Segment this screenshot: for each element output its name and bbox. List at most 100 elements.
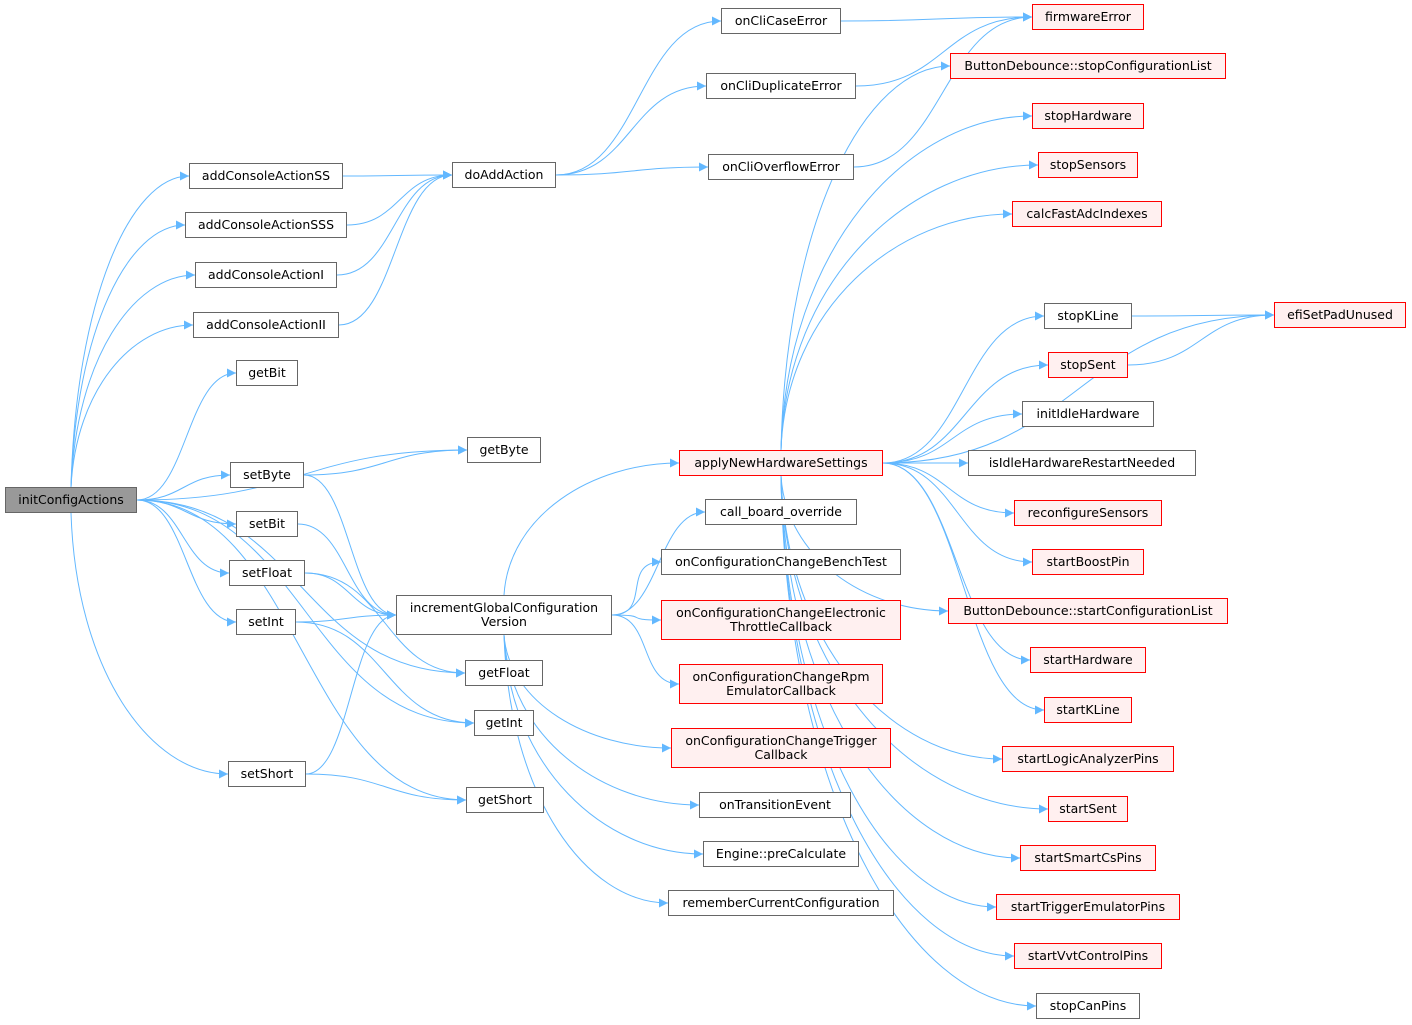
edge-set-int-to-get-int — [295, 621, 475, 728]
node-add-console-action-i[interactable]: addConsoleActionI — [195, 262, 337, 288]
node-stop-kline[interactable]: stopKLine — [1044, 303, 1132, 329]
edge-apply-new-hardware-settings-to-stop-sent — [882, 360, 1049, 464]
edge-increment-global-configuration-version-to-remember-current-configuration — [503, 634, 669, 908]
node-start-configuration-list[interactable]: ButtonDebounce::startConfigurationList — [948, 598, 1228, 624]
node-apply-new-hardware-settings[interactable]: applyNewHardwareSettings — [679, 450, 883, 476]
node-pre-calculate[interactable]: Engine::preCalculate — [703, 841, 859, 867]
edge-increment-global-configuration-version-to-on-configuration-change-trigger-callback — [503, 634, 672, 753]
node-start-trigger-emulator-pins[interactable]: startTriggerEmulatorPins — [996, 894, 1180, 920]
node-set-byte[interactable]: setByte — [230, 462, 304, 488]
edge-set-float-to-get-float — [304, 572, 466, 678]
node-stop-hardware[interactable]: stopHardware — [1032, 103, 1144, 129]
edge-set-byte-to-increment-global-configuration-version — [303, 474, 397, 620]
edge-add-console-action-i-to-do-add-action — [336, 170, 453, 276]
node-on-configuration-change-electronic-throttle-callback[interactable]: onConfigurationChangeElectronic Throttle… — [661, 600, 901, 640]
node-on-configuration-change-bench-test[interactable]: onConfigurationChangeBenchTest — [661, 549, 901, 575]
edge-apply-new-hardware-settings-to-stop-configuration-list — [780, 61, 951, 451]
edge-increment-global-configuration-version-to-on-configuration-change-bench-test — [611, 557, 662, 616]
node-start-boost-pin[interactable]: startBoostPin — [1032, 549, 1144, 575]
node-start-kline[interactable]: startKLine — [1044, 697, 1132, 723]
node-init-idle-hardware[interactable]: initIdleHardware — [1022, 401, 1154, 427]
edge-do-add-action-to-on-cli-duplicate-error — [555, 81, 707, 176]
edge-init-config-actions-to-set-byte — [136, 470, 231, 501]
edge-apply-new-hardware-settings-to-start-hardware — [882, 462, 1031, 665]
node-calc-fast-adc-indexes[interactable]: calcFastAdcIndexes — [1012, 201, 1162, 227]
edge-init-config-actions-to-get-int — [136, 499, 475, 728]
edge-init-config-actions-to-add-console-action-i — [70, 270, 196, 488]
edge-on-cli-overflow-error-to-firmware-error — [853, 12, 1033, 168]
edge-apply-new-hardware-settings-to-start-trigger-emulator-pins — [780, 475, 997, 912]
node-increment-global-configuration-version[interactable]: incrementGlobalConfiguration Version — [396, 595, 612, 635]
edge-init-config-actions-to-get-short — [136, 499, 467, 805]
node-call-board-override[interactable]: call_board_override — [705, 499, 857, 525]
node-on-cli-case-error[interactable]: onCliCaseError — [721, 8, 841, 34]
node-on-configuration-change-rpm-emulator-callback[interactable]: onConfigurationChangeRpm EmulatorCallbac… — [679, 664, 883, 704]
edge-init-config-actions-to-set-float — [136, 499, 230, 578]
node-get-short[interactable]: getShort — [466, 787, 544, 813]
edge-add-console-action-ss-to-do-add-action — [342, 170, 453, 180]
edge-init-config-actions-to-add-console-action-sss — [70, 220, 186, 488]
edge-on-cli-duplicate-error-to-firmware-error — [855, 12, 1033, 87]
node-start-smart-cs-pins[interactable]: startSmartCsPins — [1020, 845, 1156, 871]
edge-init-config-actions-to-set-short — [70, 512, 229, 779]
node-get-float[interactable]: getFloat — [465, 660, 543, 686]
edge-increment-global-configuration-version-to-on-configuration-change-electronic-throttle-callback — [611, 614, 662, 625]
node-get-bit[interactable]: getBit — [236, 360, 298, 386]
edge-stop-kline-to-efi-set-pad-unused — [1131, 310, 1275, 320]
edge-set-float-to-increment-global-configuration-version — [304, 572, 397, 620]
node-on-cli-duplicate-error[interactable]: onCliDuplicateError — [706, 73, 856, 99]
edge-add-console-action-ii-to-do-add-action — [338, 170, 453, 326]
edge-apply-new-hardware-settings-to-stop-kline — [882, 311, 1045, 464]
edge-increment-global-configuration-version-to-apply-new-hardware-settings — [503, 458, 680, 596]
node-remember-current-configuration[interactable]: rememberCurrentConfiguration — [668, 890, 894, 916]
node-stop-sent[interactable]: stopSent — [1048, 352, 1128, 378]
node-get-byte[interactable]: getByte — [467, 437, 541, 463]
edge-add-console-action-sss-to-do-add-action — [346, 170, 453, 226]
node-stop-can-pins[interactable]: stopCanPins — [1036, 993, 1140, 1019]
edge-apply-new-hardware-settings-to-efi-set-pad-unused — [882, 310, 1275, 464]
edge-set-int-to-increment-global-configuration-version — [295, 610, 397, 623]
edge-set-bit-to-increment-global-configuration-version — [297, 523, 397, 620]
node-on-cli-overflow-error[interactable]: onCliOverflowError — [708, 154, 854, 180]
node-stop-configuration-list[interactable]: ButtonDebounce::stopConfigurationList — [950, 53, 1226, 79]
node-start-vvt-control-pins[interactable]: startVvtControlPins — [1014, 943, 1162, 969]
edge-set-short-to-increment-global-configuration-version — [305, 610, 397, 775]
edge-apply-new-hardware-settings-to-calc-fast-adc-indexes — [780, 209, 1013, 451]
node-is-idle-hardware-restart-needed[interactable]: isIdleHardwareRestartNeeded — [968, 450, 1196, 476]
node-reconfigure-sensors[interactable]: reconfigureSensors — [1014, 500, 1162, 526]
edge-init-config-actions-to-add-console-action-ii — [70, 320, 194, 488]
node-firmware-error[interactable]: firmwareError — [1032, 4, 1144, 30]
edge-init-config-actions-to-get-float — [136, 499, 466, 678]
node-set-short[interactable]: setShort — [228, 761, 306, 787]
node-start-sent[interactable]: startSent — [1048, 796, 1128, 822]
node-set-float[interactable]: setFloat — [229, 560, 305, 586]
node-start-logic-analyzer-pins[interactable]: startLogicAnalyzerPins — [1002, 746, 1174, 772]
edge-do-add-action-to-on-cli-case-error — [555, 16, 722, 176]
edge-on-cli-case-error-to-firmware-error — [840, 12, 1033, 22]
node-add-console-action-ii[interactable]: addConsoleActionII — [193, 312, 339, 338]
edge-apply-new-hardware-settings-to-init-idle-hardware — [882, 409, 1023, 464]
node-set-bit[interactable]: setBit — [236, 511, 298, 537]
node-do-add-action[interactable]: doAddAction — [452, 162, 556, 188]
edge-apply-new-hardware-settings-to-start-configuration-list — [780, 475, 949, 616]
edge-init-config-actions-to-get-bit — [136, 368, 237, 501]
node-add-console-action-sss[interactable]: addConsoleActionSSS — [185, 212, 347, 238]
node-on-transition-event[interactable]: onTransitionEvent — [699, 792, 851, 818]
edge-init-config-actions-to-add-console-action-ss — [70, 171, 190, 488]
edge-stop-sent-to-efi-set-pad-unused — [1127, 310, 1275, 366]
edge-increment-global-configuration-version-to-on-configuration-change-rpm-emulator-callback — [611, 614, 680, 689]
node-get-int[interactable]: getInt — [474, 710, 534, 736]
edge-apply-new-hardware-settings-to-reconfigure-sensors — [882, 462, 1015, 518]
node-add-console-action-ss[interactable]: addConsoleActionSS — [189, 163, 343, 189]
node-start-hardware[interactable]: startHardware — [1030, 647, 1146, 673]
node-set-int[interactable]: setInt — [236, 609, 296, 635]
node-init-config-actions[interactable]: initConfigActions — [5, 487, 137, 513]
edge-apply-new-hardware-settings-to-start-kline — [882, 462, 1045, 715]
node-on-configuration-change-trigger-callback[interactable]: onConfigurationChangeTrigger Callback — [671, 728, 891, 768]
node-efi-set-pad-unused[interactable]: efiSetPadUnused — [1274, 302, 1406, 328]
edge-apply-new-hardware-settings-to-stop-sensors — [780, 160, 1039, 451]
edge-init-config-actions-to-set-int — [136, 499, 237, 627]
node-stop-sensors[interactable]: stopSensors — [1038, 152, 1138, 178]
